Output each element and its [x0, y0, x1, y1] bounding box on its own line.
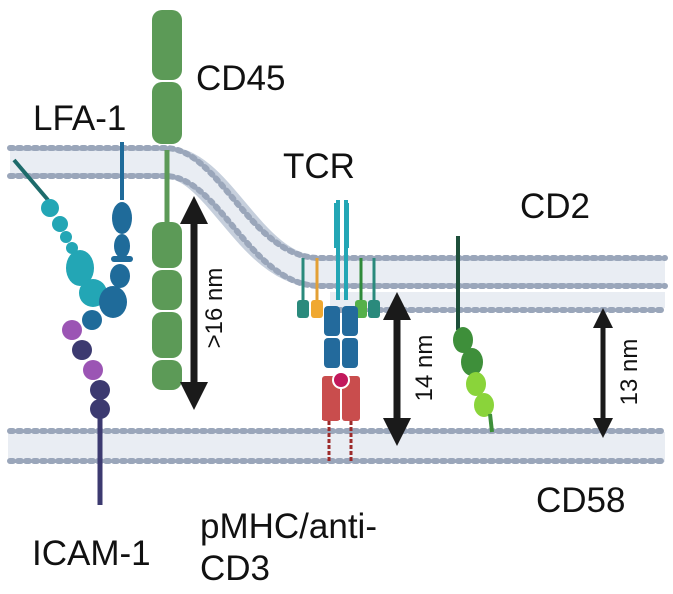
label-tcr: TCR: [283, 147, 355, 186]
cd2-molecule: [453, 236, 483, 376]
label-cd58: CD58: [536, 481, 625, 520]
label-icam1: ICAM-1: [32, 534, 151, 573]
icam1-molecule: [62, 320, 110, 505]
label-distance-cd45: >16 nm: [201, 268, 228, 349]
lfa1-molecule: [12, 142, 133, 330]
tcr-complex: [297, 200, 380, 368]
label-distance-tcr: 14 nm: [411, 335, 438, 402]
label-cd2: CD2: [520, 187, 590, 226]
pmhc-molecule: [322, 371, 360, 462]
cd58-molecule: [466, 372, 494, 433]
apc-membrane: [7, 428, 668, 464]
label-pmhc-line1: pMHC/anti-: [200, 507, 377, 546]
label-lfa1: LFA-1: [33, 99, 126, 138]
label-distance-cd2: 13 nm: [616, 339, 643, 406]
label-cd45: CD45: [196, 59, 285, 98]
t-cell-membrane-lower-leaflet: [327, 292, 668, 313]
label-pmhc-line2: CD3: [200, 549, 270, 588]
cd45-molecule: [152, 10, 182, 390]
